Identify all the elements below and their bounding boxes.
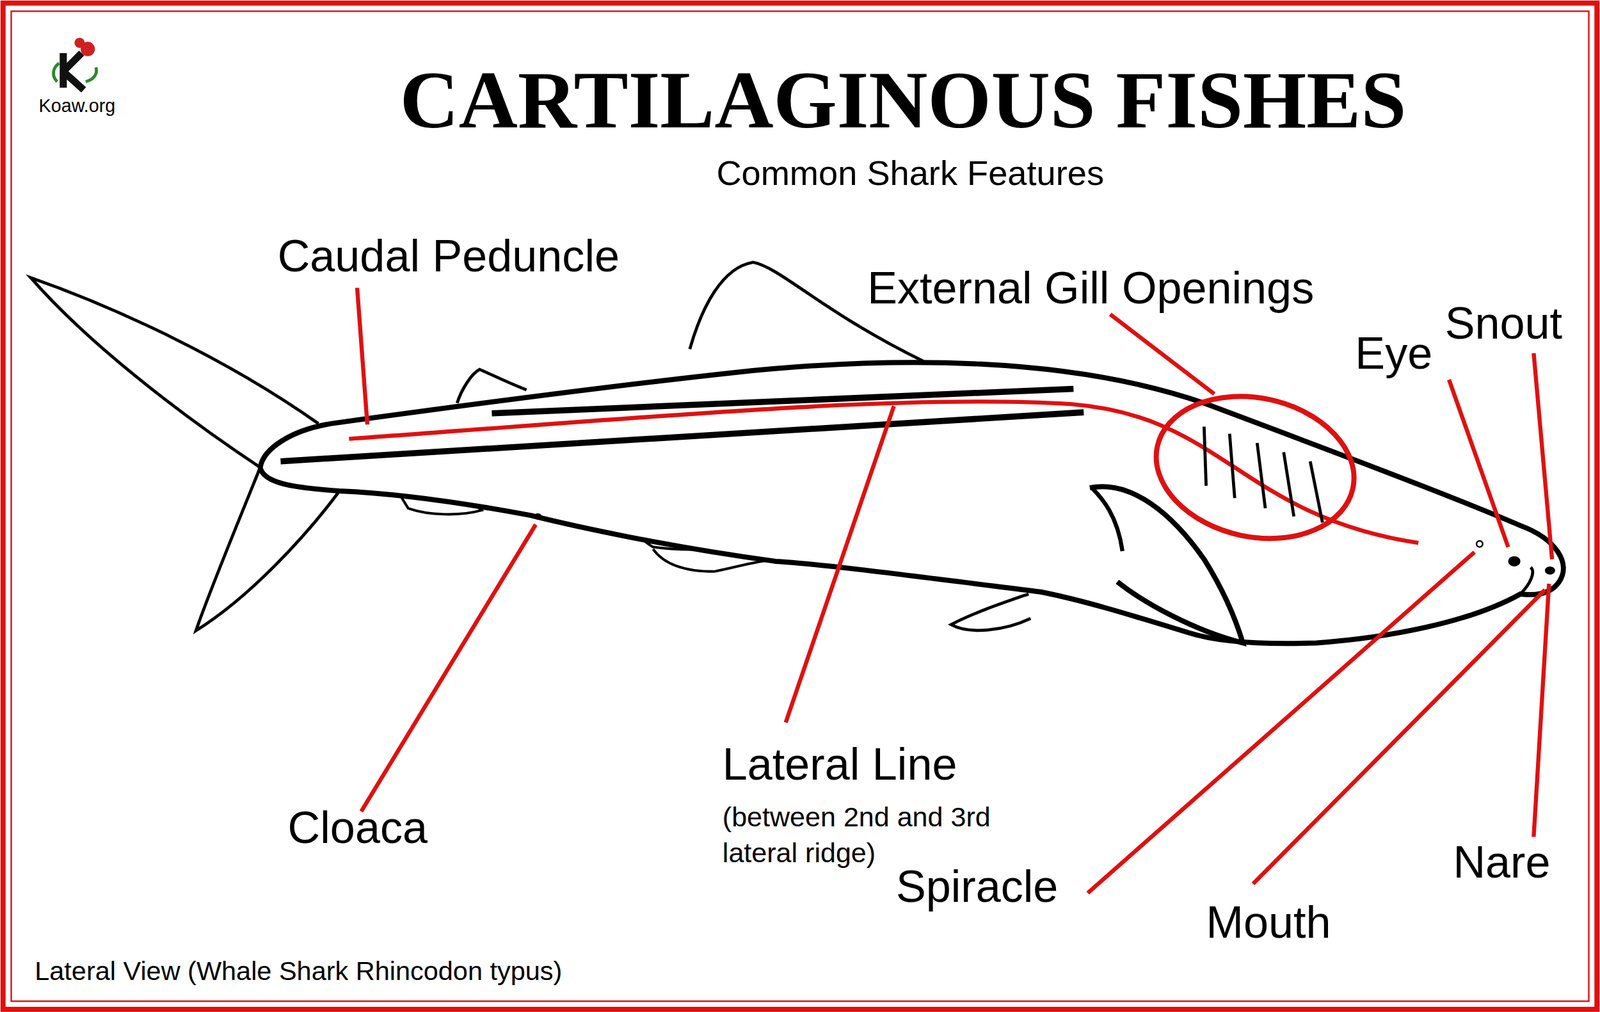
logo (53, 37, 97, 90)
subtitle: Common Shark Features (716, 152, 1104, 193)
part-label: Caudal Peduncle (277, 230, 620, 283)
title: CARTILAGINOUS FISHES (400, 53, 1407, 148)
note: (between 2nd and 3rd lateral ridge) (722, 800, 1049, 872)
part-label: External Gill Openings (867, 261, 1314, 314)
watermark: Koaw.org (39, 96, 116, 118)
part-label: Nare (1452, 836, 1551, 889)
leader-lines (357, 288, 1552, 893)
part-label: Spiracle (896, 860, 1058, 913)
part-label: Snout (1445, 297, 1563, 350)
caption: Lateral View (Whale Shark Rhincodon typu… (34, 956, 562, 988)
part-label: Eye (1354, 327, 1433, 379)
part-label: Mouth (1206, 896, 1332, 949)
part-label: Cloaca (288, 801, 428, 854)
part-label: Lateral Line (722, 738, 958, 791)
